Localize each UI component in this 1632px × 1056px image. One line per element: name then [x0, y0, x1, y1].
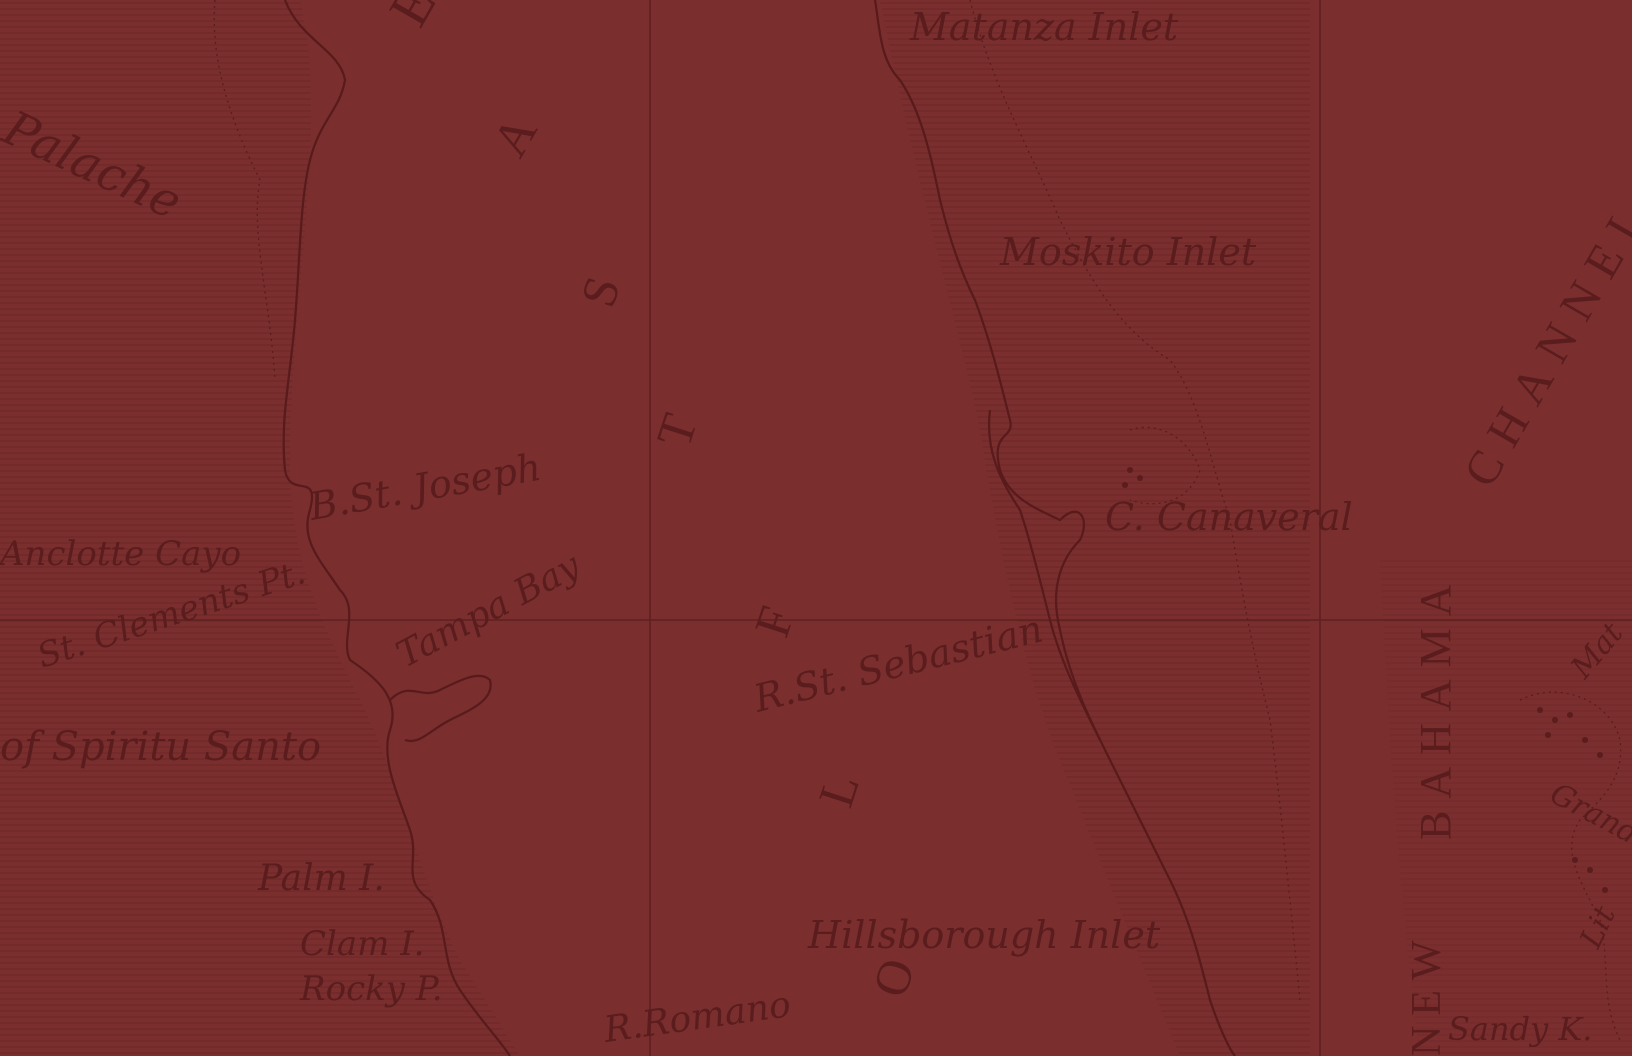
- label-sandy-k: Sandy K.: [1448, 1010, 1592, 1048]
- label-rocky-p: Rocky P.: [299, 969, 443, 1009]
- tampa-bay-shore: [389, 674, 492, 743]
- new-label: NEW: [1404, 930, 1450, 1056]
- bahama-islands-outline: [1519, 691, 1622, 1041]
- label-hillsborough-inlet: Hillsborough Inlet: [807, 913, 1161, 957]
- east-inland-dotted-1: [969, 0, 1301, 1001]
- label-matanza-inlet: Matanza Inlet: [909, 5, 1179, 49]
- label-moskito-inlet: Moskito Inlet: [999, 230, 1257, 274]
- label-spiritu-santo: of Spiritu Santo: [0, 724, 321, 770]
- west-coast-shading: [0, 0, 520, 1056]
- east-coast-shading: [880, 0, 1310, 1056]
- label-palm-i: Palm I.: [257, 858, 385, 899]
- label-clam-i: Clam I.: [300, 924, 424, 964]
- east-coastline: [873, 0, 1236, 1056]
- bahama-shading: [1380, 560, 1632, 1056]
- west-coastline: [282, 0, 511, 1056]
- cape-canaveral-marks: [1122, 467, 1143, 488]
- label-c-canaveral: C. Canaveral: [1105, 495, 1353, 539]
- bahama-label: BAHAMA: [1411, 572, 1460, 840]
- bahama-island-dots: [1537, 707, 1608, 893]
- west-inland-dotted: [213, 0, 276, 381]
- label-anclotte-cayo: Anclotte Cayo: [0, 534, 241, 574]
- east-lagoon-line: [988, 409, 1101, 741]
